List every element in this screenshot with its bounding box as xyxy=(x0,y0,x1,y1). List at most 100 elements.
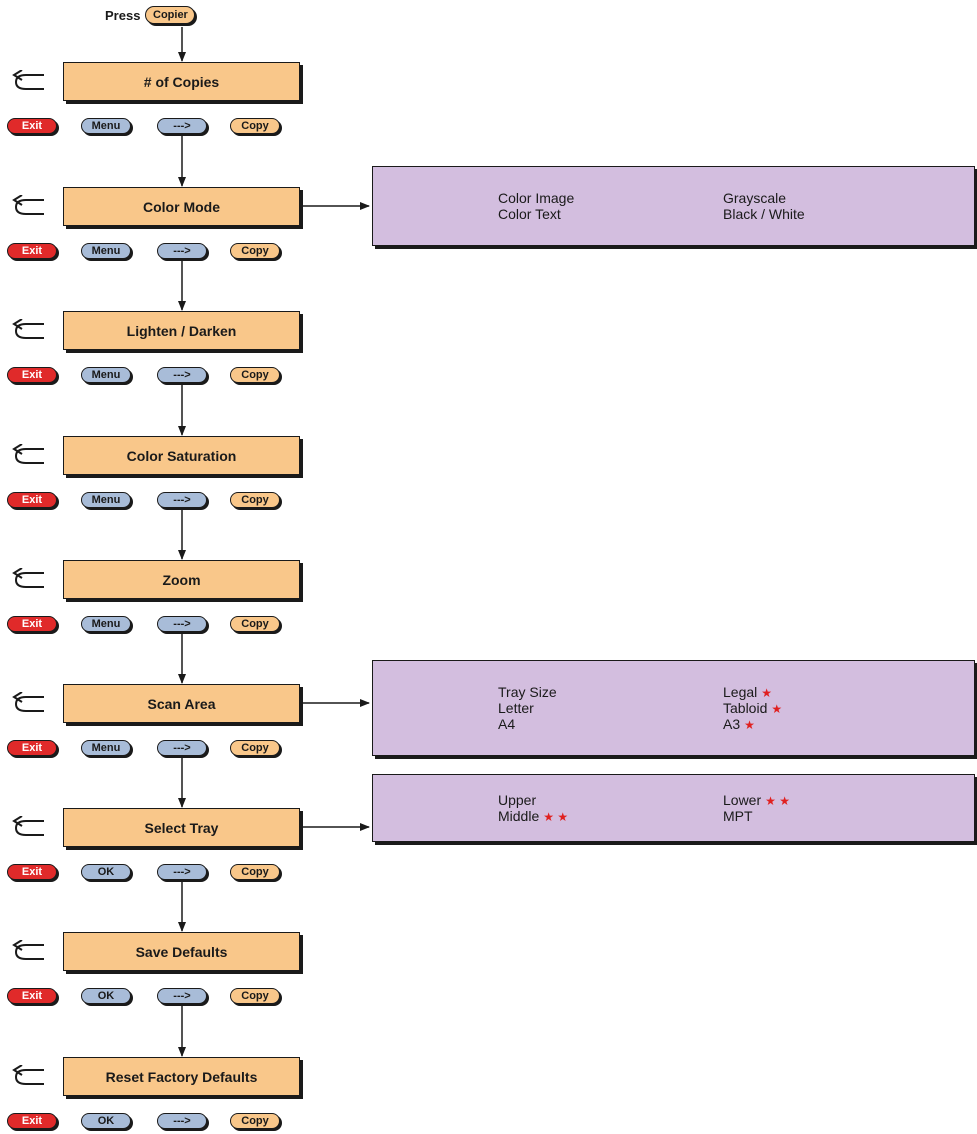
option-label: Legal xyxy=(723,684,758,700)
press-label: Press xyxy=(105,7,141,23)
step-title: Zoom xyxy=(162,571,201,588)
exit-button[interactable]: Exit xyxy=(7,1113,57,1129)
step-title: Color Mode xyxy=(143,198,220,215)
copy-button[interactable]: Copy xyxy=(230,740,280,756)
step-color-saturation: Color Saturation xyxy=(63,436,300,475)
step-title: Lighten / Darken xyxy=(126,322,237,339)
option-tabloid: Tabloid★ xyxy=(723,700,782,717)
option-upper: Upper xyxy=(498,792,536,808)
option-color-text: Color Text xyxy=(498,206,561,222)
return-arrow-icon[interactable] xyxy=(12,568,46,592)
menu-button[interactable]: Menu xyxy=(81,118,131,134)
option-mpt: MPT xyxy=(723,808,753,824)
option-label: Tabloid xyxy=(723,700,768,716)
copy-button[interactable]: Copy xyxy=(230,492,280,508)
return-arrow-icon[interactable] xyxy=(12,70,46,94)
copy-button[interactable]: Copy xyxy=(230,616,280,632)
star-icon: ★ ★ xyxy=(765,794,790,808)
step-reset-factory-defaults: Reset Factory Defaults xyxy=(63,1057,300,1096)
copy-button[interactable]: Copy xyxy=(230,367,280,383)
option-label: A4 xyxy=(498,716,516,732)
option-label: Upper xyxy=(498,792,537,808)
option-label: Black / White xyxy=(723,206,805,222)
next-button[interactable]: ---> xyxy=(157,864,207,880)
menu-button[interactable]: Menu xyxy=(81,243,131,259)
exit-button[interactable]: Exit xyxy=(7,616,57,632)
step-title: # of Copies xyxy=(143,73,220,90)
option-label: Grayscale xyxy=(723,190,787,206)
step-lighten-darken: Lighten / Darken xyxy=(63,311,300,350)
star-icon: ★ xyxy=(761,686,773,700)
option-label: Letter xyxy=(498,700,534,716)
menu-button[interactable]: Menu xyxy=(81,492,131,508)
exit-button[interactable]: Exit xyxy=(7,367,57,383)
option-grayscale: Grayscale xyxy=(723,190,786,206)
step-of-copies: # of Copies xyxy=(63,62,300,101)
option-label: MPT xyxy=(723,808,753,824)
star-icon: ★ ★ xyxy=(543,810,569,824)
copy-button[interactable]: Copy xyxy=(230,988,280,1004)
return-arrow-icon[interactable] xyxy=(12,444,46,468)
option-lower: Lower★ ★ xyxy=(723,792,790,809)
copier-button[interactable]: Copier xyxy=(145,6,196,24)
copy-button[interactable]: Copy xyxy=(230,243,280,259)
option-tray-size: Tray Size xyxy=(498,684,557,700)
exit-button[interactable]: Exit xyxy=(7,243,57,259)
option-a4: A4 xyxy=(498,716,515,732)
ok-button[interactable]: OK xyxy=(81,864,131,880)
next-button[interactable]: ---> xyxy=(157,1113,207,1129)
menu-button[interactable]: Menu xyxy=(81,740,131,756)
next-button[interactable]: ---> xyxy=(157,367,207,383)
ok-button[interactable]: OK xyxy=(81,1113,131,1129)
menu-button[interactable]: Menu xyxy=(81,367,131,383)
option-letter: Letter xyxy=(498,700,534,716)
copy-button[interactable]: Copy xyxy=(230,864,280,880)
return-arrow-icon[interactable] xyxy=(12,1065,46,1089)
copy-button[interactable]: Copy xyxy=(230,1113,280,1129)
exit-button[interactable]: Exit xyxy=(7,118,57,134)
step-title: Save Defaults xyxy=(135,943,228,960)
star-icon: ★ xyxy=(771,702,783,716)
option-label: Color Text xyxy=(498,206,561,222)
step-title: Reset Factory Defaults xyxy=(105,1068,258,1085)
option-black-white: Black / White xyxy=(723,206,805,222)
option-label: A3 xyxy=(723,716,741,732)
option-a3: A3★ xyxy=(723,716,755,733)
step-title: Color Saturation xyxy=(126,447,237,464)
step-title: Select Tray xyxy=(144,819,219,836)
next-button[interactable]: ---> xyxy=(157,118,207,134)
option-label: Color Image xyxy=(498,190,575,206)
exit-button[interactable]: Exit xyxy=(7,740,57,756)
step-title: Scan Area xyxy=(147,695,216,712)
exit-button[interactable]: Exit xyxy=(7,864,57,880)
next-button[interactable]: ---> xyxy=(157,988,207,1004)
option-legal: Legal★ xyxy=(723,684,772,701)
option-label: Lower xyxy=(723,792,762,808)
return-arrow-icon[interactable] xyxy=(12,692,46,716)
step-zoom: Zoom xyxy=(63,560,300,599)
step-scan-area: Scan Area xyxy=(63,684,300,723)
return-arrow-icon[interactable] xyxy=(12,940,46,964)
step-color-mode: Color Mode xyxy=(63,187,300,226)
menu-button[interactable]: Menu xyxy=(81,616,131,632)
return-arrow-icon[interactable] xyxy=(12,816,46,840)
start-instruction: Press Copier xyxy=(105,5,196,25)
copy-button[interactable]: Copy xyxy=(230,118,280,134)
return-arrow-icon[interactable] xyxy=(12,195,46,219)
exit-button[interactable]: Exit xyxy=(7,492,57,508)
return-arrow-icon[interactable] xyxy=(12,319,46,343)
option-label: Middle xyxy=(498,808,540,824)
step-select-tray: Select Tray xyxy=(63,808,300,847)
exit-button[interactable]: Exit xyxy=(7,988,57,1004)
option-middle: Middle★ ★ xyxy=(498,808,568,825)
ok-button[interactable]: OK xyxy=(81,988,131,1004)
next-button[interactable]: ---> xyxy=(157,740,207,756)
next-button[interactable]: ---> xyxy=(157,492,207,508)
next-button[interactable]: ---> xyxy=(157,243,207,259)
option-label: Tray Size xyxy=(498,684,557,700)
next-button[interactable]: ---> xyxy=(157,616,207,632)
option-color-image: Color Image xyxy=(498,190,574,206)
